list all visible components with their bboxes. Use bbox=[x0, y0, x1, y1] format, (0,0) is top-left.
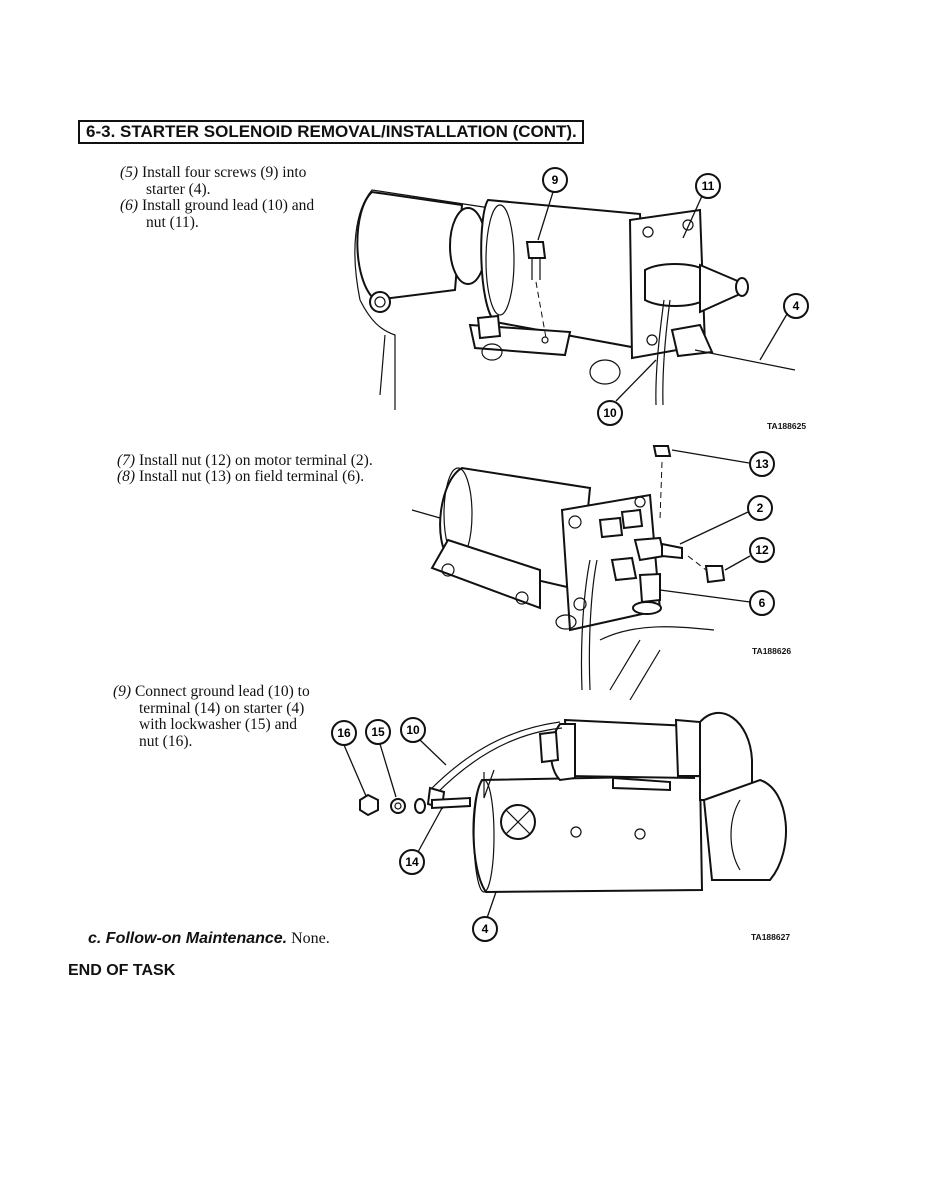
callout-4: 4 bbox=[783, 293, 809, 319]
step-number: (8) bbox=[117, 468, 136, 485]
step-text: terminal (14) on starter (4) bbox=[139, 699, 305, 717]
figure-1-callouts: 9 11 4 10 bbox=[537, 167, 809, 426]
callout-4: 4 bbox=[472, 916, 498, 942]
step-text: nut (16). bbox=[139, 732, 193, 750]
step-text: Install nut (13) on field terminal (6). bbox=[138, 468, 365, 485]
follow-on-label: c. Follow-on Maintenance. bbox=[88, 930, 288, 947]
step-text: Install ground lead (10) and bbox=[141, 197, 315, 214]
svg-text:11: 11 bbox=[702, 179, 715, 193]
step-text: Install nut (12) on motor terminal (2). bbox=[138, 452, 373, 469]
follow-on-value: None. bbox=[291, 930, 330, 947]
figure-3-id: TA188627 bbox=[751, 932, 791, 942]
step-text: nut (11). bbox=[146, 213, 199, 231]
callout-12: 12 bbox=[749, 537, 775, 563]
step-9: (9) Connect ground lead (10) to terminal… bbox=[113, 683, 310, 750]
callout-6: 6 bbox=[749, 590, 775, 616]
step-text: Install four screws (9) into bbox=[141, 164, 307, 181]
section-heading: 6-3. STARTER SOLENOID REMOVAL/INSTALLATI… bbox=[78, 120, 584, 144]
step-number: (6) bbox=[120, 197, 139, 214]
follow-on-maintenance: c. Follow-on Maintenance. None. bbox=[88, 930, 330, 948]
svg-text:15: 15 bbox=[371, 725, 385, 739]
callout-16: 16 bbox=[331, 720, 357, 746]
svg-text:10: 10 bbox=[603, 406, 617, 420]
figure-3-callouts: 16 15 10 14 4 bbox=[331, 717, 498, 942]
step-8: (8) Install nut (13) on field terminal (… bbox=[117, 468, 365, 486]
callout-10: 10 bbox=[400, 717, 426, 743]
figure-1-id: TA188625 bbox=[767, 421, 807, 431]
callout-15: 15 bbox=[365, 719, 391, 745]
step-6: (6) Install ground lead (10) and nut (11… bbox=[120, 197, 315, 231]
svg-text:9: 9 bbox=[552, 173, 559, 187]
callout-10: 10 bbox=[597, 400, 623, 426]
svg-text:13: 13 bbox=[755, 457, 769, 471]
figure-2-terminals bbox=[411, 445, 726, 701]
figure-2-id: TA188626 bbox=[752, 646, 792, 656]
step-text: Connect ground lead (10) to bbox=[134, 683, 310, 700]
step-text: starter (4). bbox=[146, 180, 211, 198]
step-7: (7) Install nut (12) on motor terminal (… bbox=[117, 452, 373, 470]
figure-1-solenoid bbox=[354, 189, 796, 410]
step-number: (5) bbox=[120, 164, 139, 181]
step-text: with lockwasher (15) and bbox=[139, 716, 297, 733]
callout-2: 2 bbox=[747, 495, 773, 521]
step-5: (5) Install four screws (9) into starter… bbox=[120, 164, 307, 198]
callout-14: 14 bbox=[399, 849, 425, 875]
callout-11: 11 bbox=[695, 173, 721, 199]
callout-13: 13 bbox=[749, 451, 775, 477]
svg-text:4: 4 bbox=[482, 922, 489, 936]
end-of-task: END OF TASK bbox=[68, 962, 176, 979]
svg-text:16: 16 bbox=[337, 726, 351, 740]
figure-3-starter bbox=[359, 711, 787, 894]
svg-text:2: 2 bbox=[757, 501, 764, 515]
callout-9: 9 bbox=[542, 167, 568, 193]
figure-2-callouts: 13 2 12 6 bbox=[659, 449, 775, 616]
svg-text:4: 4 bbox=[793, 299, 800, 313]
svg-text:10: 10 bbox=[406, 723, 420, 737]
svg-text:6: 6 bbox=[759, 596, 766, 610]
svg-text:12: 12 bbox=[755, 543, 769, 557]
step-number: (7) bbox=[117, 452, 136, 469]
svg-text:14: 14 bbox=[405, 855, 419, 869]
step-number: (9) bbox=[113, 683, 132, 700]
